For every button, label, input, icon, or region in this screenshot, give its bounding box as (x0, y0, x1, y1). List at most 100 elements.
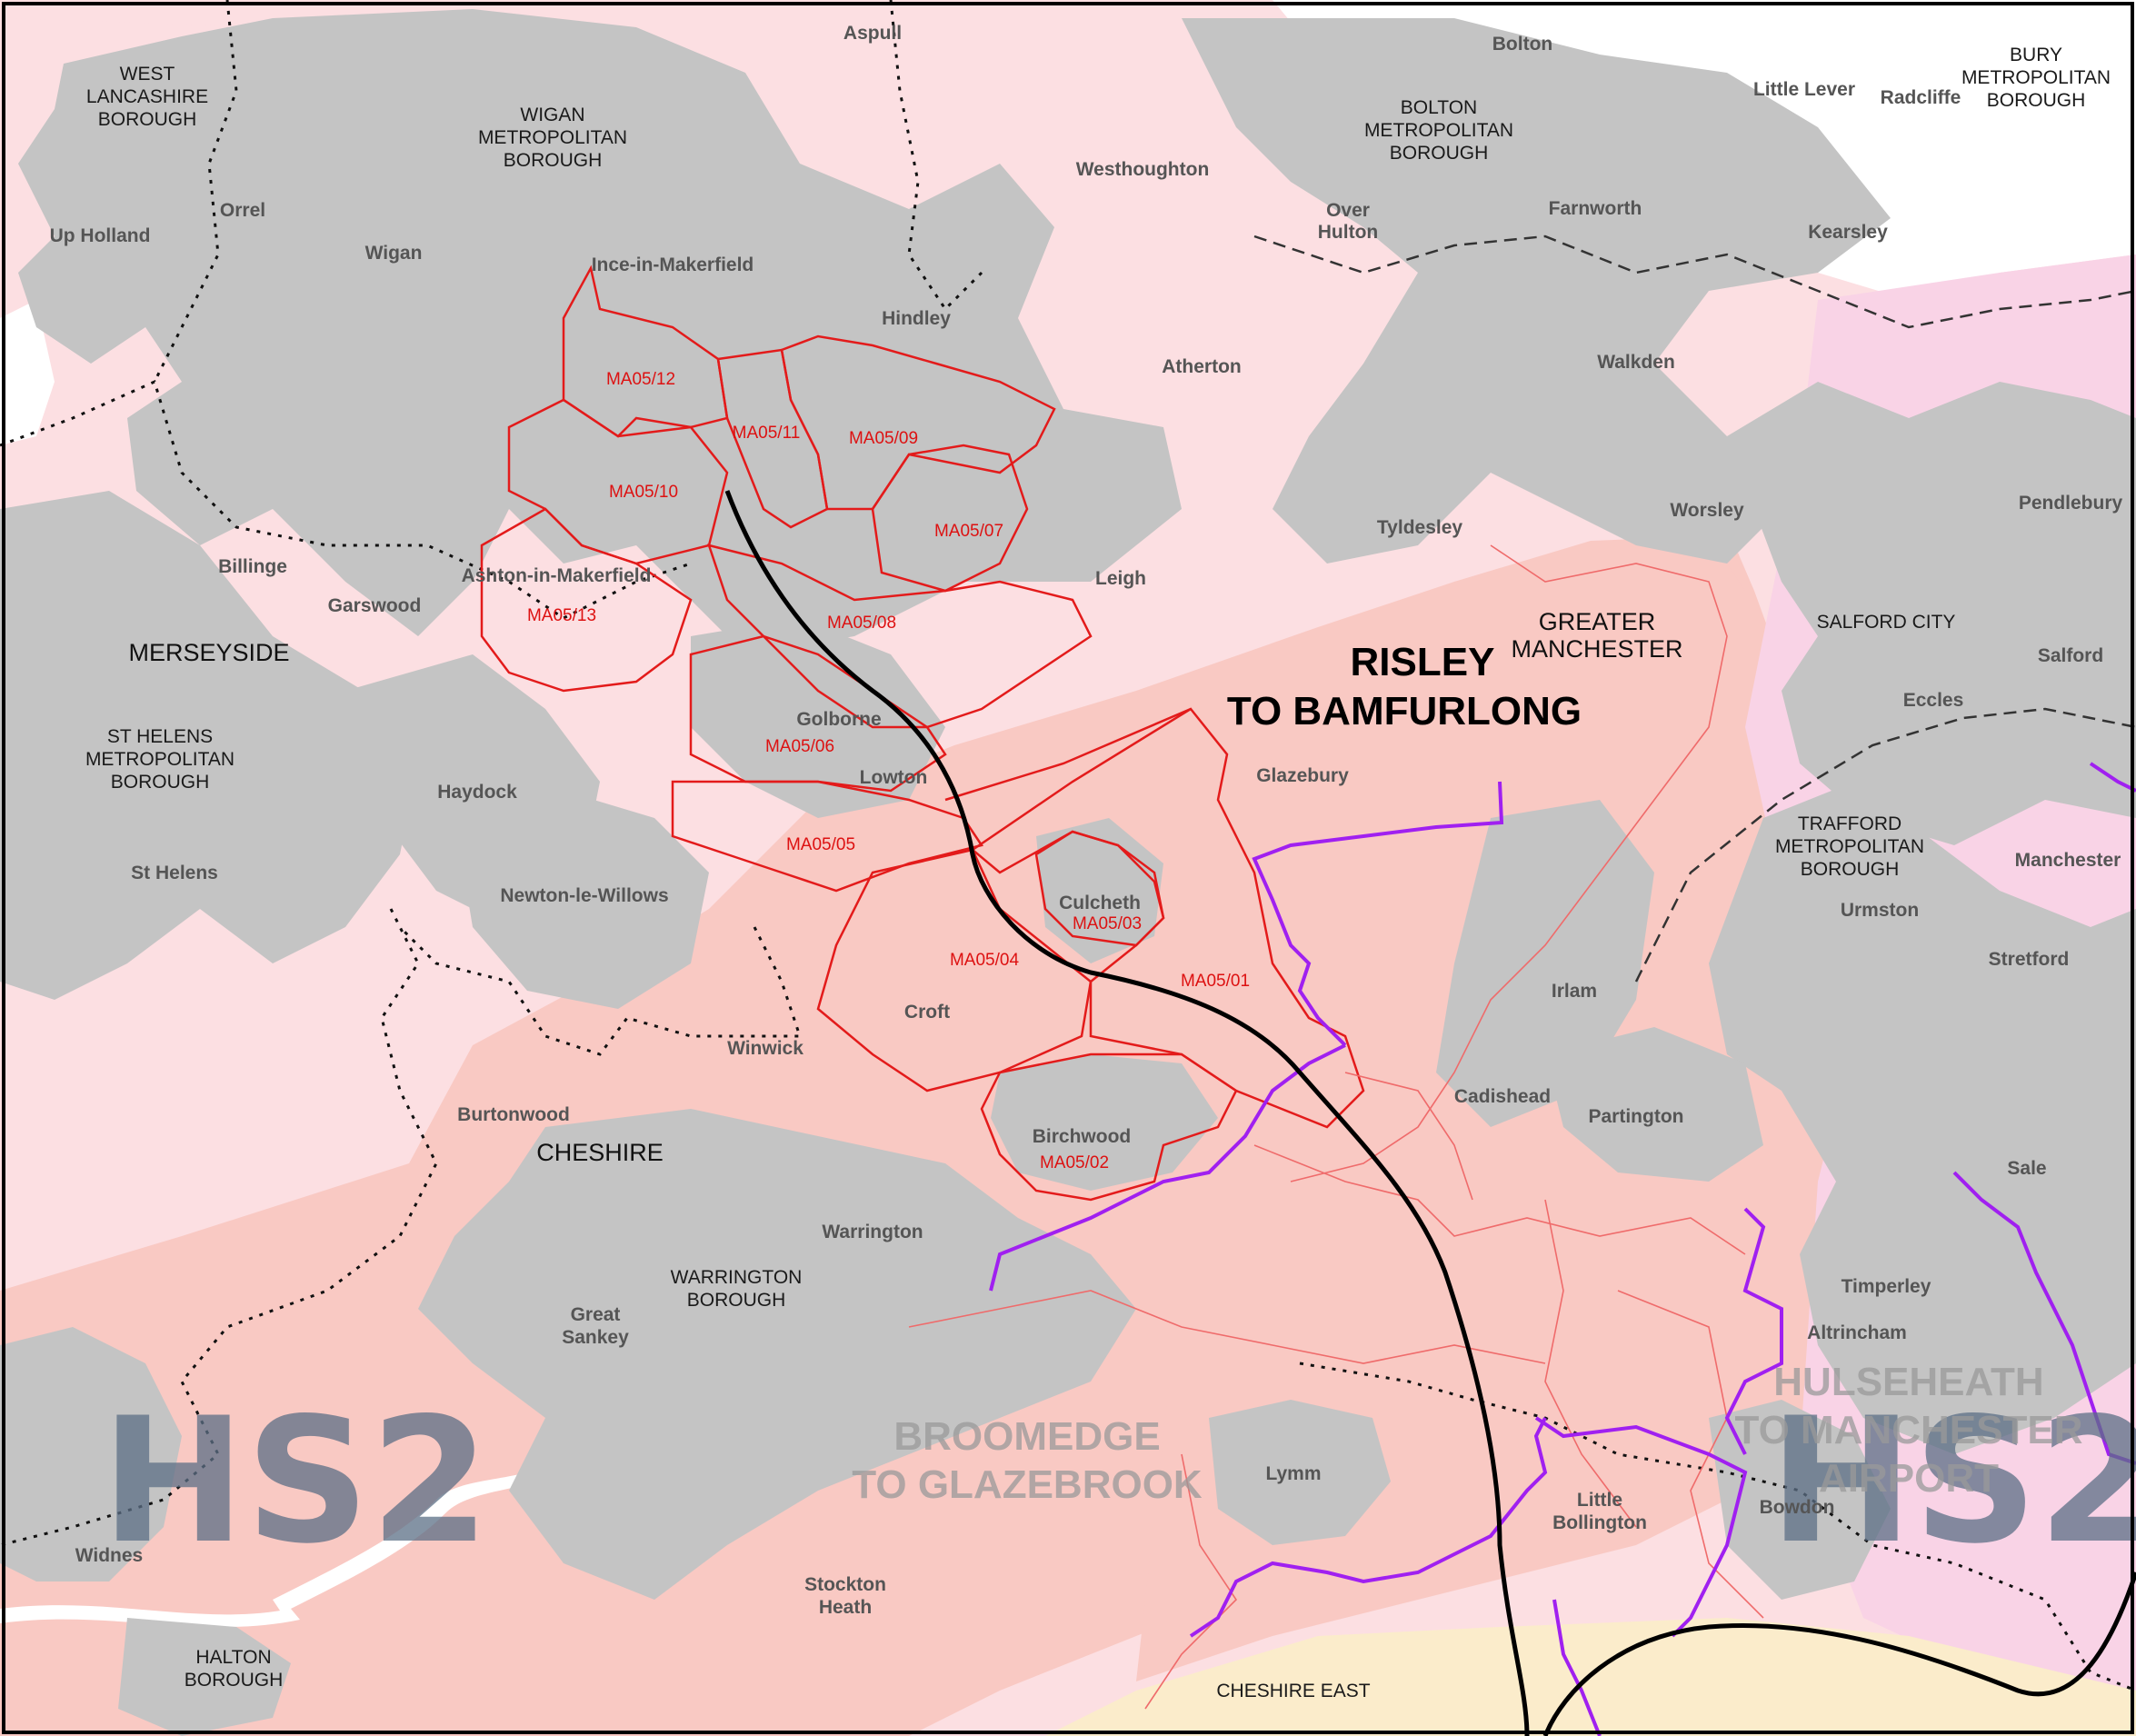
label-walkden: Walkden (1597, 352, 1675, 373)
label-sale: Sale (2007, 1158, 2046, 1179)
boundary-ma05-06 (689, 634, 947, 793)
label-aspull: Aspull (843, 23, 902, 44)
label-ma05-11: MA05/11 (733, 424, 801, 443)
label-bury-1: BURY (2010, 45, 2062, 65)
adjacent-boundary-6 (1344, 1072, 1473, 1201)
label-ma05-09: MA05/09 (849, 429, 918, 448)
label-broomedge-2: TO GLAZEBROOK (852, 1462, 1203, 1507)
label-leigh: Leigh (1095, 568, 1146, 589)
label-timperley: Timperley (1842, 1276, 1931, 1297)
label-great-sankey-2: Sankey (562, 1327, 629, 1348)
purple-routes (989, 762, 2136, 1736)
boundary-wigan-west (153, 0, 238, 383)
label-salford: Salford (2038, 645, 2103, 666)
purple-route-south (989, 1043, 1346, 1292)
title-line-2: TO BAMFURLONG (1227, 689, 1582, 733)
boundary-ma05-02 (980, 1053, 1238, 1202)
label-winwick: Winwick (727, 1038, 803, 1059)
label-worsley: Worsley (1670, 500, 1744, 521)
admin-boundaries-dashed (1253, 234, 2136, 983)
urban-bolton (1182, 18, 1891, 564)
adjacent-boundary-3 (908, 1290, 1546, 1364)
label-ma05-02: MA05/02 (1040, 1153, 1109, 1172)
urban-wigan (18, 9, 1182, 654)
label-croft: Croft (904, 1002, 950, 1023)
purple-route-sale (1952, 1171, 2136, 1465)
label-warrington: Warrington (822, 1222, 923, 1242)
purple-route-manchester (2089, 762, 2136, 793)
adjacent-boundary-4 (1144, 1453, 1238, 1710)
lancashire-north-strip (0, 0, 1345, 200)
label-ma05-01: MA05/01 (1181, 972, 1250, 991)
urban-golborne (691, 618, 945, 818)
adjacent-boundary-1 (1290, 544, 1728, 1182)
label-ma05-05: MA05/05 (786, 835, 855, 854)
hs2-logo-left: HS2 (101, 1381, 490, 1581)
label-burtonwood: Burtonwood (457, 1104, 570, 1125)
label-over-hulton-2: Hulton (1318, 222, 1378, 243)
label-stockton-heath-1: Stockton (804, 1574, 886, 1595)
label-orrel: Orrel (220, 200, 265, 221)
label-west-lancs-2: LANCASHIRE (86, 86, 208, 107)
place-labels: Aspull Bolton Little Lever Radcliffe Orr… (50, 23, 2123, 1618)
label-little-bollington-2: Bollington (1552, 1512, 1647, 1533)
urban-lymm (1209, 1400, 1391, 1545)
label-westhoughton: Westhoughton (1076, 159, 1210, 180)
label-urmston: Urmston (1841, 900, 1919, 921)
label-halton-1: HALTON (195, 1647, 271, 1668)
admin-boundaries (0, 0, 2136, 1692)
hs2-airport-spur (1542, 1571, 2136, 1736)
label-bolton-borough-2: METROPOLITAN (1364, 120, 1513, 141)
purple-route-bollington (1534, 1416, 1748, 1638)
label-cheshire: CHESHIRE (536, 1139, 664, 1166)
label-haydock: Haydock (437, 782, 517, 803)
label-great-sankey-1: Great (571, 1304, 621, 1325)
label-lymm: Lymm (1265, 1463, 1321, 1484)
label-greater-2: MANCHESTER (1511, 635, 1682, 663)
purple-route-altrincham (1552, 1599, 1602, 1736)
label-salford-city: SALFORD CITY (1817, 612, 1956, 633)
label-eccles: Eccles (1903, 690, 1964, 711)
label-newton: Newton-le-Willows (500, 885, 668, 906)
label-bolton: Bolton (1492, 34, 1552, 55)
boundary-ma05-07 (871, 444, 1029, 593)
label-bolton-borough-3: BOROUGH (1390, 143, 1489, 164)
river-mersey (273, 1472, 532, 1613)
adjacent-community-areas (908, 544, 1764, 1710)
community-area-labels: MA05/12 MA05/11 MA05/09 MA05/10 MA05/07 … (527, 370, 1250, 1172)
label-tyldesley: Tyldesley (1377, 517, 1462, 538)
boundary-ma05-08 (707, 544, 1093, 729)
label-warrington-borough-2: BOROUGH (687, 1290, 786, 1311)
label-hulseheath-2: TO MANCHESTER (1735, 1408, 2083, 1452)
label-ma05-04: MA05/04 (950, 951, 1019, 970)
label-kearsley: Kearsley (1808, 222, 1888, 243)
label-wigan-1: WIGAN (520, 105, 584, 125)
boundary-cheshire-east (1299, 1362, 2136, 1692)
label-wigan: Wigan (365, 243, 423, 264)
county-labels: MERSEYSIDE CHESHIRE GREATER MANCHESTER C… (128, 608, 1955, 1701)
label-ma05-08: MA05/08 (827, 614, 896, 633)
urban-partington (1545, 1027, 1763, 1182)
purple-route-lower (1189, 1417, 1548, 1638)
label-birchwood: Birchwood (1033, 1126, 1132, 1147)
label-ma05-13: MA05/13 (527, 606, 596, 625)
label-sthelens-3: BOROUGH (111, 772, 210, 793)
label-trafford-2: METROPOLITAN (1775, 836, 1924, 857)
label-stockton-heath-2: Heath (819, 1597, 872, 1618)
boundary-aspull (889, 0, 983, 312)
label-irlam: Irlam (1552, 981, 1597, 1002)
label-little-bollington-1: Little (1577, 1490, 1622, 1511)
label-ma05-10: MA05/10 (609, 483, 678, 502)
community-areas (480, 264, 1365, 1202)
boundary-ma05-05 (671, 780, 984, 893)
label-bowdon: Bowdon (1760, 1497, 1835, 1518)
urban-warrington (418, 1109, 1136, 1600)
adjacent-boundary-2 (1253, 1144, 1746, 1255)
label-widnes: Widnes (75, 1545, 143, 1566)
urban-halton (118, 1618, 291, 1736)
label-trafford-1: TRAFFORD (1798, 813, 1901, 834)
urban-widnes (0, 1327, 182, 1581)
adjacent-section-labels: BROOMEDGE TO GLAZEBROOK HULSEHEATH TO MA… (852, 1360, 2082, 1507)
